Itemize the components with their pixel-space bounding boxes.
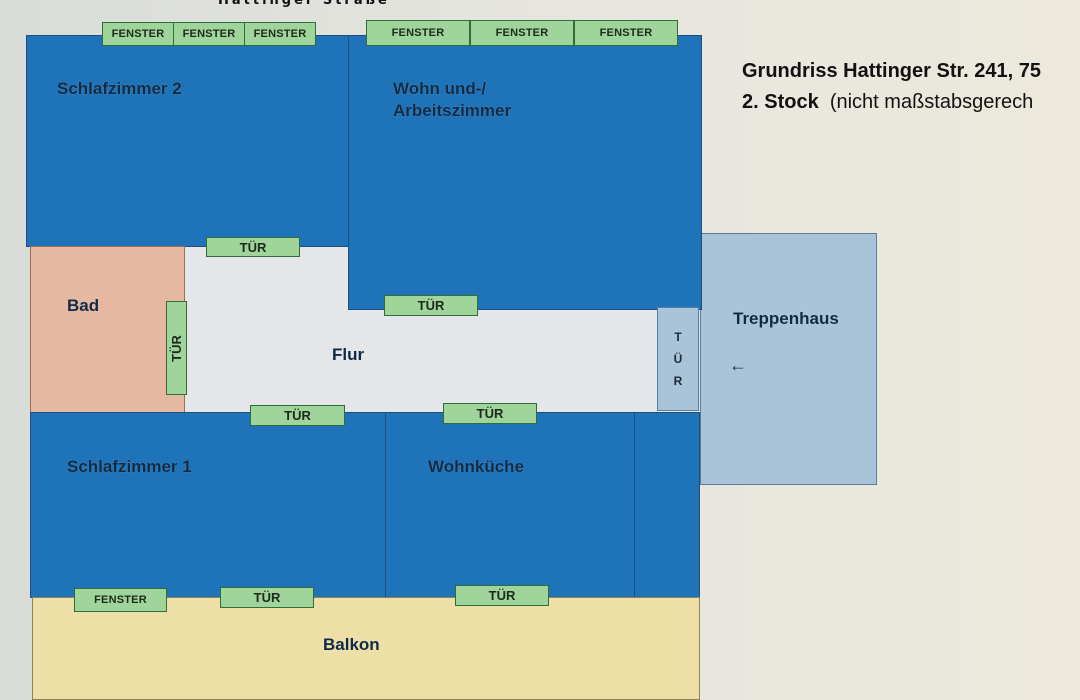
room-wohn-arbeitszimmer: Wohn und-/ Arbeitszimmer bbox=[348, 35, 702, 310]
window-label: FENSTER bbox=[574, 20, 678, 46]
room-schlafzimmer-2: Schlafzimmer 2 bbox=[26, 35, 352, 247]
room-label-bad: Bad bbox=[67, 296, 100, 315]
room-label-wohnkueche: Wohnküche bbox=[428, 457, 525, 476]
door-label: TÜR bbox=[384, 295, 478, 316]
door-letter: Ü bbox=[673, 352, 683, 366]
room-label-flur: Flur bbox=[332, 345, 365, 364]
scale-note: (nicht maßstabsgerech bbox=[829, 91, 1034, 113]
window-label: FENSTER bbox=[366, 20, 470, 46]
door-label-bad-text: TÜR bbox=[169, 334, 184, 362]
room-label-wohn-line2: Arbeitszimmer bbox=[393, 101, 512, 120]
plan-title: Grundriss Hattinger Str. 241, 75 bbox=[742, 56, 1041, 87]
room-label-wohn-line1: Wohn und-/ bbox=[393, 79, 487, 98]
door-treppenhaus: T Ü R bbox=[657, 307, 699, 411]
room-bad: Bad bbox=[30, 246, 185, 413]
door-label: TÜR bbox=[250, 405, 345, 426]
room-treppenhaus: Treppenhaus ← bbox=[700, 233, 877, 485]
door-label: TÜR bbox=[443, 403, 537, 424]
door-letter: R bbox=[673, 374, 683, 388]
room-schlafzimmer-1: Schlafzimmer 1 bbox=[30, 412, 386, 598]
street-name: Hattinger Straße bbox=[218, 0, 390, 8]
room-wohnkueche: Wohnküche bbox=[385, 412, 635, 598]
room-balkon: Balkon bbox=[32, 597, 700, 700]
plan-subtitle: 2. Stock (nicht maßstabsgerech bbox=[742, 87, 1033, 118]
room-label-schlafzimmer-2: Schlafzimmer 2 bbox=[57, 79, 182, 98]
room-side-area bbox=[634, 412, 700, 598]
window-label: FENSTER bbox=[173, 22, 245, 46]
door-label: TÜR bbox=[206, 237, 300, 257]
door-letter: T bbox=[674, 330, 682, 344]
arrow-left-icon: ← bbox=[729, 355, 747, 375]
room-label-schlafzimmer-1: Schlafzimmer 1 bbox=[67, 457, 192, 476]
window-label: FENSTER bbox=[244, 22, 316, 46]
plan-title-line1: Grundriss Hattinger Str. 241, 75 bbox=[742, 60, 1041, 82]
floor-plan: Treppenhaus ← Flur Schlafzimmer 2 Wohn u… bbox=[20, 20, 877, 700]
floor-label: 2. Stock bbox=[742, 91, 819, 113]
window-label: FENSTER bbox=[102, 22, 174, 46]
door-label: TÜR bbox=[220, 587, 314, 608]
door-label: TÜR bbox=[455, 585, 549, 606]
room-label-balkon: Balkon bbox=[323, 635, 380, 654]
room-label-treppenhaus: Treppenhaus bbox=[733, 309, 839, 328]
door-label-bad: TÜR bbox=[166, 301, 187, 395]
window-label: FENSTER bbox=[74, 588, 167, 612]
window-label: FENSTER bbox=[470, 20, 574, 46]
